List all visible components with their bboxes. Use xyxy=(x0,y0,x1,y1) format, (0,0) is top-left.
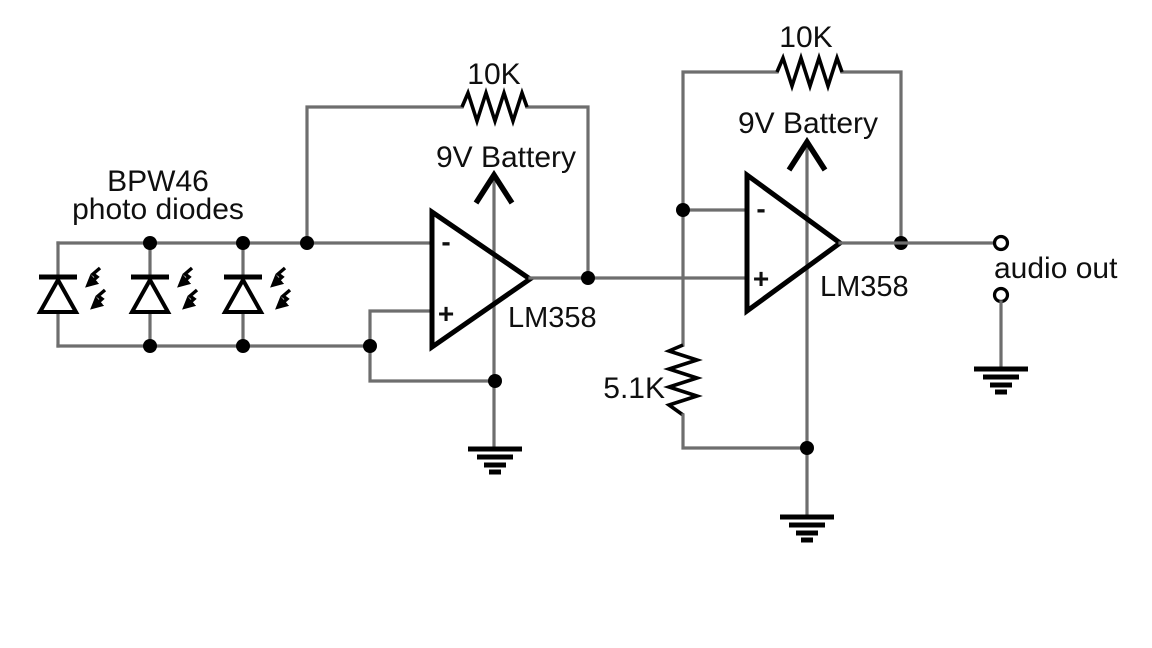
photodiode-3 xyxy=(221,241,292,348)
wire-5point1k-to-ground xyxy=(681,413,809,450)
terminal-audio-signal xyxy=(992,234,1010,252)
amplifier-stage-1: 10K 9V Battery - + LM358 xyxy=(300,58,597,475)
light-arrow-icon xyxy=(275,288,292,310)
junction-dot xyxy=(236,236,250,250)
opamp2-body xyxy=(747,175,840,311)
junction-dot xyxy=(676,203,690,217)
amplifier-stage-2: 10K 9V Battery - + LM358 5.1K xyxy=(603,21,909,543)
junction-dot xyxy=(488,374,502,388)
junction-dot xyxy=(143,339,157,353)
resistor-5point1k-label: 5.1K xyxy=(603,372,665,405)
opamp1-body xyxy=(432,212,530,347)
opamp2-noninverting-mark: + xyxy=(753,263,769,294)
junction-dot xyxy=(236,339,250,353)
resistor-5point1k xyxy=(663,343,703,417)
photodiode-label-line2: photo diodes xyxy=(72,193,244,226)
junction-dot xyxy=(581,271,595,285)
photodiode-array: BPW46 photo diodes xyxy=(36,165,434,353)
opamp2-inverting-mark: - xyxy=(756,193,765,224)
light-arrow-icon xyxy=(85,266,102,288)
audio-out-label: audio out xyxy=(994,252,1118,285)
light-arrow-icon xyxy=(270,266,287,288)
battery-arrow-icon xyxy=(473,169,515,205)
photodiode-2 xyxy=(128,241,199,348)
resistor-10k-stage2-label: 10K xyxy=(779,21,832,54)
junction-dot xyxy=(363,339,377,353)
terminal-audio-ground xyxy=(992,286,1010,304)
opamp2-part-label: LM358 xyxy=(820,271,909,303)
opamp1-part-label: LM358 xyxy=(508,302,597,334)
resistor-10k-stage2 xyxy=(775,52,844,92)
junction-dot xyxy=(143,236,157,250)
light-arrow-icon xyxy=(90,288,107,310)
diode3-anode-triangle xyxy=(221,275,265,314)
resistor-10k-stage1 xyxy=(460,87,529,127)
resistor-10k-stage1-label: 10K xyxy=(467,58,520,91)
opamp2-outline xyxy=(744,170,845,316)
opamp1-noninverting-mark: + xyxy=(438,298,454,329)
opamp1-outline xyxy=(429,207,535,352)
wire-stage1-feedback xyxy=(305,105,590,280)
opamp1-inverting-mark: - xyxy=(441,226,450,257)
diode2-anode-triangle xyxy=(128,275,172,314)
light-arrow-icon xyxy=(182,288,199,310)
battery-label-stage1: 9V Battery xyxy=(436,141,576,174)
junction-dot xyxy=(800,441,814,455)
ground-icon xyxy=(974,366,1028,395)
photodiode-1 xyxy=(36,241,107,348)
junction-dot xyxy=(300,236,314,250)
battery-arrow-icon xyxy=(786,136,828,172)
photodiode-label-line1: BPW46 xyxy=(107,165,209,198)
ground-icon xyxy=(780,514,834,543)
battery-label-stage2: 9V Battery xyxy=(738,107,878,140)
light-arrow-icon xyxy=(177,266,194,288)
audio-output: audio out xyxy=(838,234,1118,395)
ground-icon xyxy=(468,446,522,475)
diode1-anode-triangle xyxy=(36,275,80,314)
